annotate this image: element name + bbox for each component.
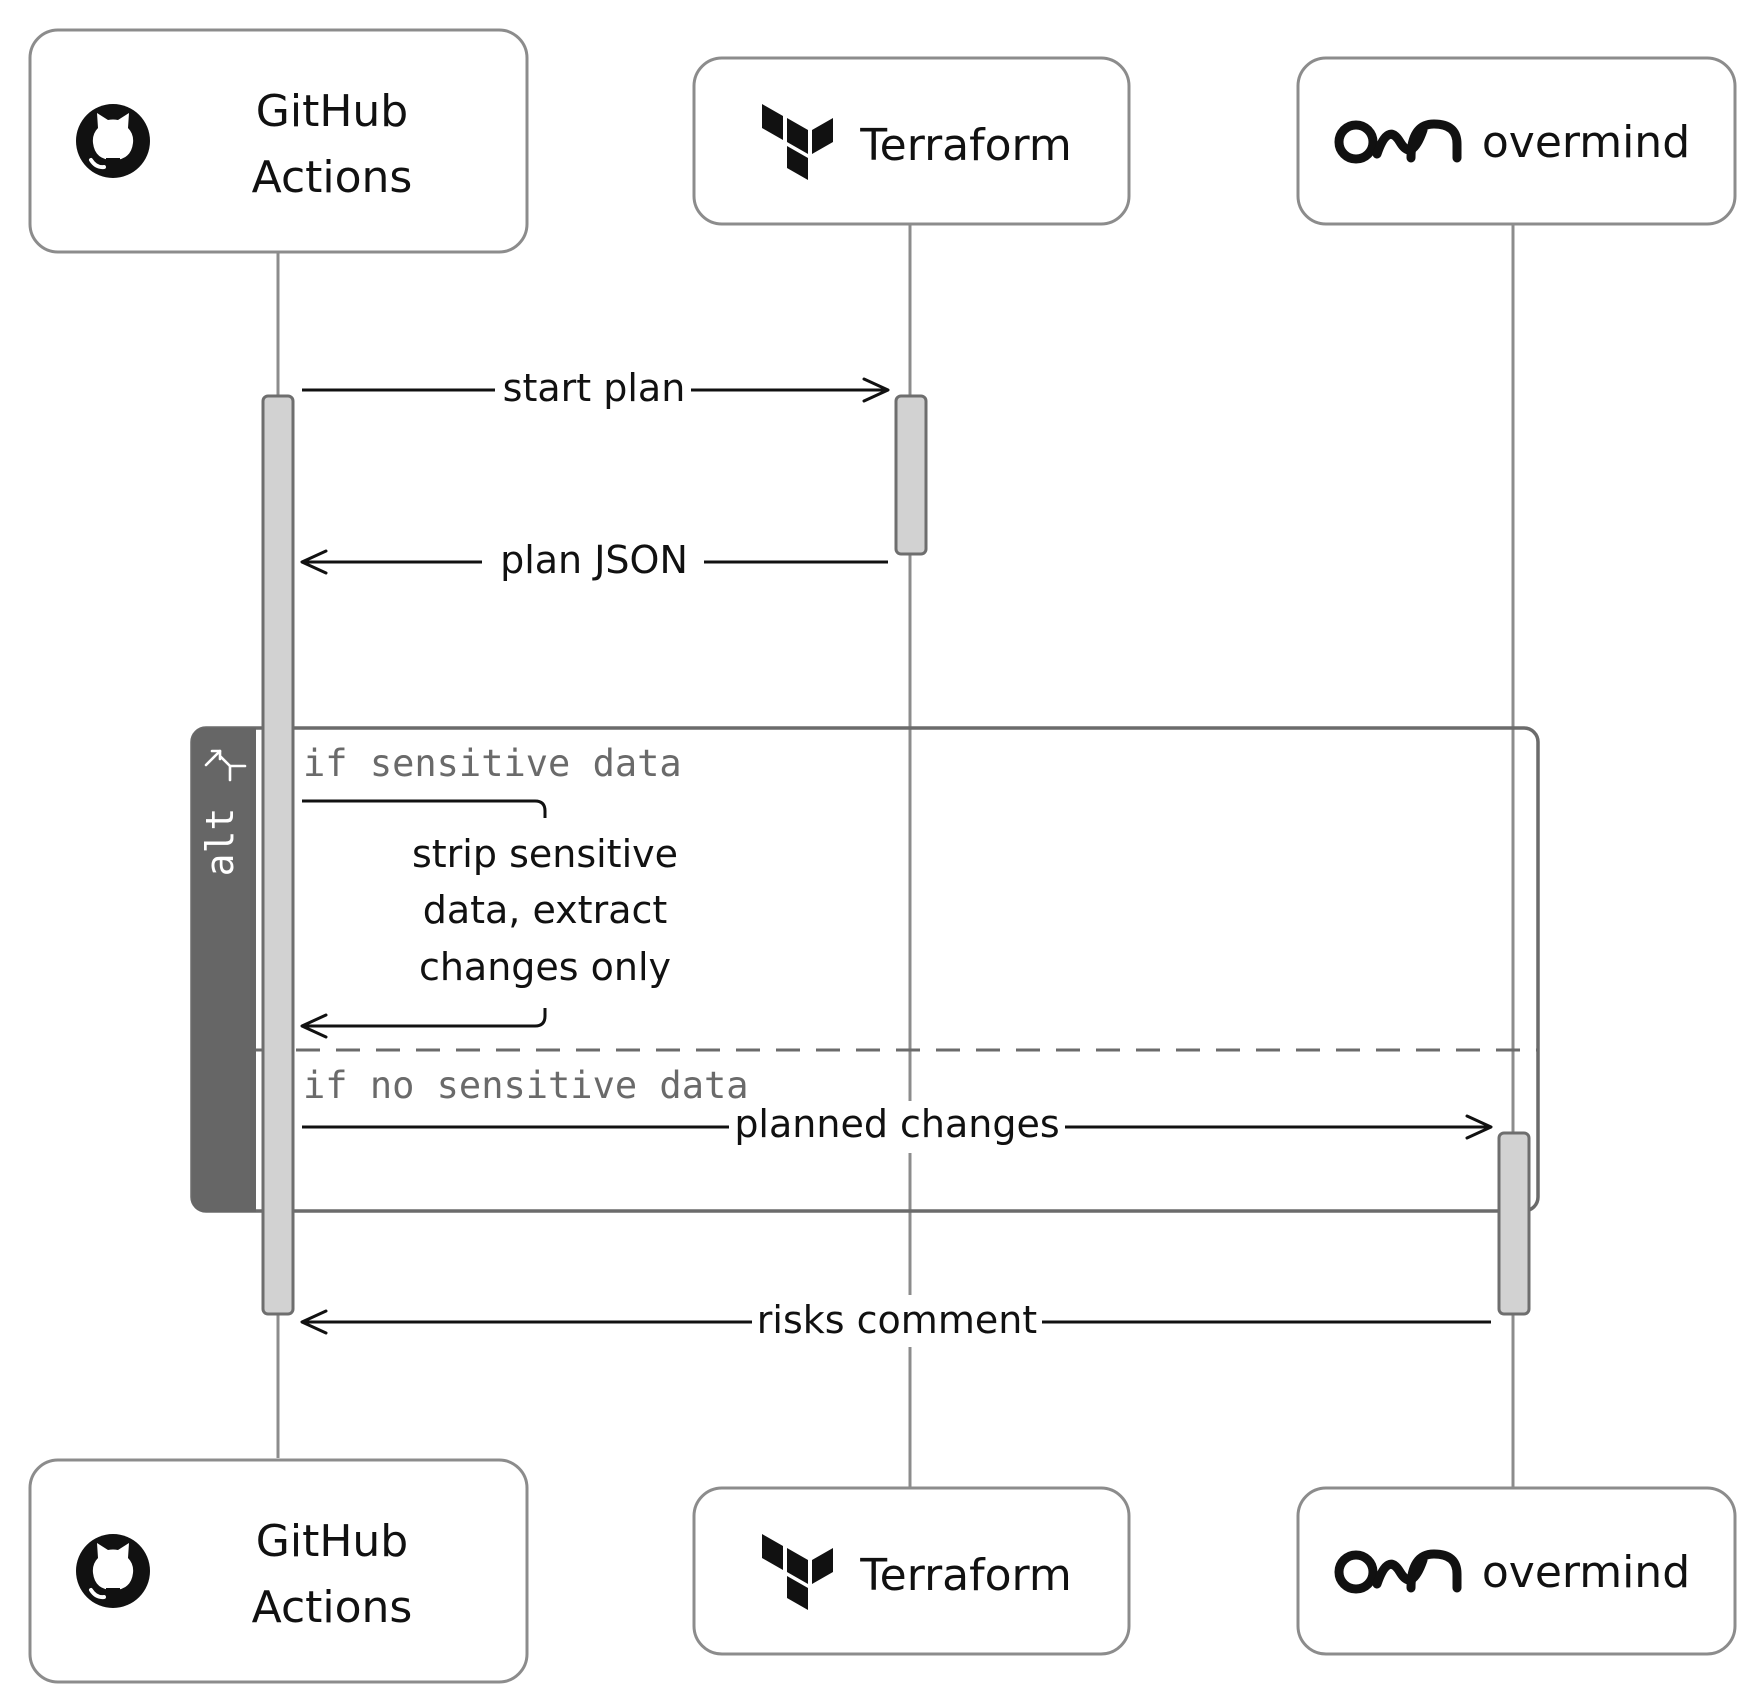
overmind-icon (1334, 1549, 1462, 1594)
guard-sensitive-data: if sensitive data (303, 742, 682, 785)
participant-box (1296, 1486, 1737, 1656)
participant-github-top: GitHub Actions (28, 28, 529, 254)
participant-box (692, 56, 1131, 226)
participant-terraform-label: Terraform (859, 1550, 1071, 1601)
github-icon (76, 104, 150, 178)
participant-github-bottom: GitHub Actions (28, 1458, 529, 1684)
participant-overmind-label: overmind (1482, 1547, 1690, 1598)
label-background (729, 1101, 1065, 1153)
activation-terraform (894, 394, 928, 556)
arrowhead-right (862, 377, 890, 403)
participant-terraform-label: Terraform (859, 120, 1071, 171)
participant-box (28, 1458, 529, 1684)
arrowhead-left (300, 549, 328, 575)
message-start-plan-label: start plan (503, 366, 686, 410)
arrowhead-left (300, 1013, 328, 1039)
message-planned-changes: planned changes (302, 1101, 1493, 1153)
participant-overmind-label: overmind (1482, 117, 1690, 168)
participant-box (28, 28, 529, 254)
participant-github-line-1: GitHub (256, 86, 408, 137)
github-icon (76, 1534, 150, 1608)
message-strip-sensitive: strip sensitive data, extract changes on… (300, 799, 678, 1039)
message-plan-json: plan JSON (300, 535, 888, 587)
arrowhead-left (300, 1309, 328, 1335)
message-planned-changes-label: planned changes (734, 1102, 1059, 1146)
participant-overmind-bottom: overmind (1296, 1486, 1737, 1656)
participant-terraform-top: Terraform (692, 56, 1131, 226)
guard-no-sensitive-data: if no sensitive data (303, 1064, 749, 1107)
activation-overmind (1497, 1131, 1531, 1316)
arrowhead-right (1465, 1114, 1493, 1140)
alt-fragment: alt if sensitive data if no sensitive da… (190, 726, 1540, 1213)
terraform-icon (762, 1534, 833, 1610)
label-background (495, 363, 691, 415)
message-risks-comment-label: risks comment (757, 1298, 1037, 1342)
activation-github (261, 394, 295, 1316)
participant-github-line-2: Actions (252, 152, 413, 203)
participant-terraform-bottom: Terraform (692, 1486, 1131, 1656)
overmind-icon (1334, 119, 1462, 164)
participant-box (692, 1486, 1131, 1656)
terraform-icon (762, 104, 833, 180)
self-message-path (302, 799, 547, 818)
message-strip-line-3: changes only (419, 945, 671, 989)
alt-operator-label: alt (198, 808, 242, 877)
alt-operator-tab (192, 728, 256, 1212)
participant-github-line-1: GitHub (256, 1516, 408, 1567)
label-background (752, 1295, 1042, 1347)
branch-icon (204, 749, 247, 782)
participant-box (1296, 56, 1737, 226)
self-message-return-path (302, 1008, 547, 1028)
message-plan-json-label: plan JSON (500, 538, 688, 582)
label-background (482, 535, 704, 587)
participant-overmind-top: overmind (1296, 56, 1737, 226)
message-strip-line-2: data, extract (423, 888, 668, 932)
message-start-plan: start plan (302, 363, 890, 415)
message-risks-comment: risks comment (300, 1295, 1491, 1347)
participant-github-line-2: Actions (252, 1582, 413, 1633)
message-strip-line-1: strip sensitive (412, 832, 678, 876)
